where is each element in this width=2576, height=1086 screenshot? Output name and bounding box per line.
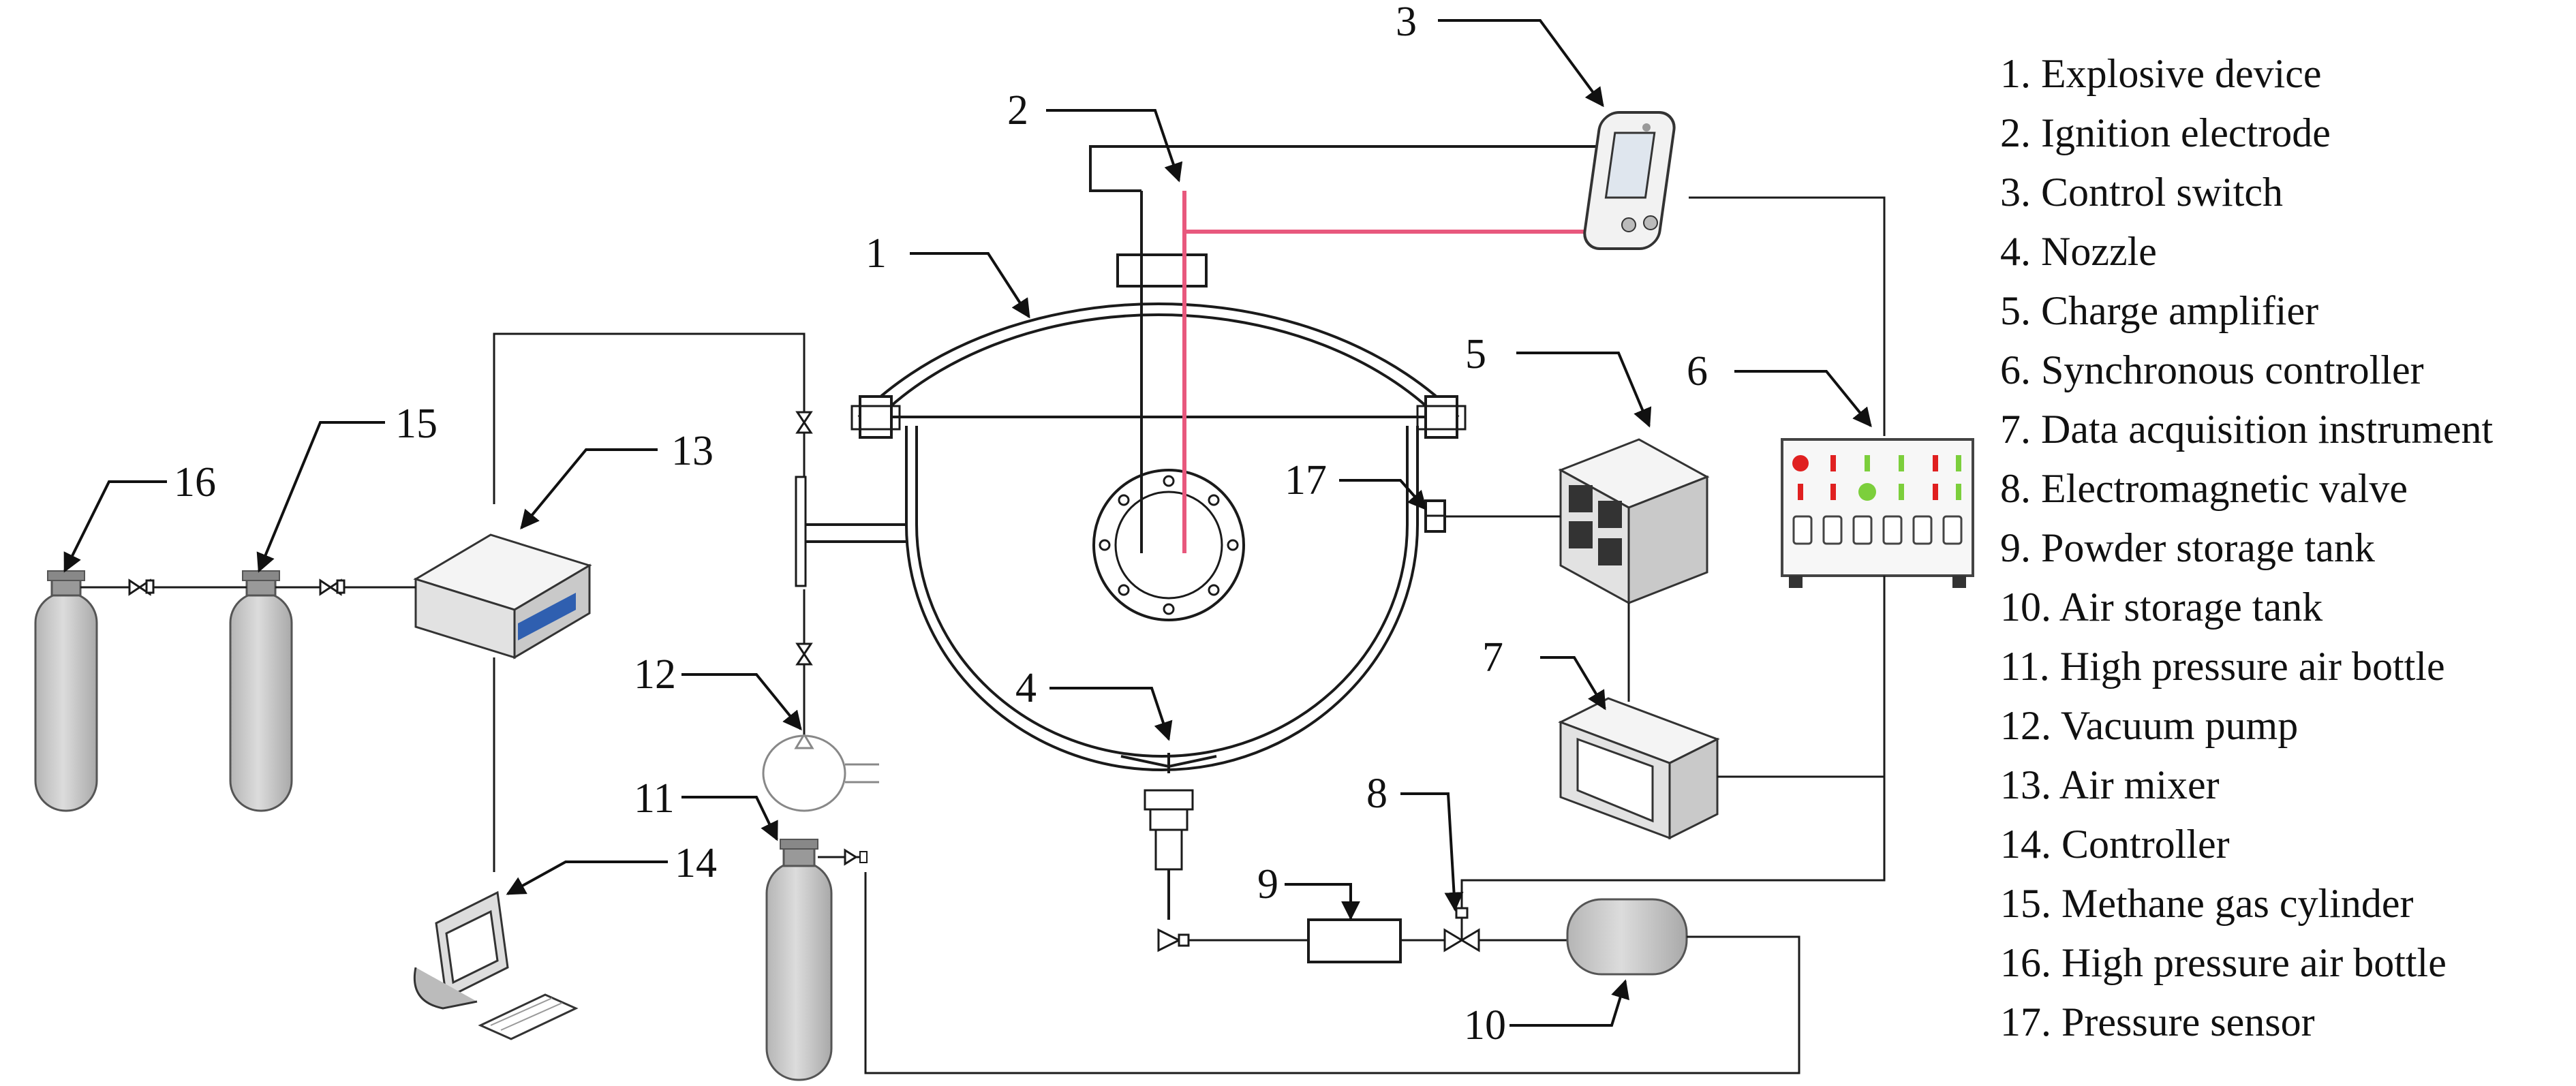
legend-item: 12. Vacuum pump: [2000, 703, 2298, 748]
controller-computer: [413, 890, 579, 1040]
callout-7: 7: [1482, 634, 1503, 681]
callout-14: 14: [675, 840, 717, 886]
legend-item: 16. High pressure air bottle: [2000, 940, 2447, 985]
legend-item: 1. Explosive device: [2000, 51, 2322, 96]
callout-5: 5: [1465, 331, 1486, 377]
callout-leaders: [63, 19, 1872, 1027]
electromagnetic-valve: [1443, 907, 1480, 952]
callout-15: 15: [395, 401, 438, 447]
powder-storage-tank: [1307, 918, 1402, 963]
data-acquisition-instrument: [1558, 697, 1720, 840]
ignition-electrode: [1182, 191, 1608, 553]
feed-line-valve: [1157, 928, 1190, 952]
callout-6: 6: [1687, 348, 1708, 394]
callout-2: 2: [1007, 87, 1028, 134]
legend-item: 11. High pressure air bottle: [2000, 644, 2445, 689]
charge-amplifier: [1558, 438, 1710, 605]
callout-11: 11: [634, 775, 675, 822]
legend-item: 5. Charge amplifier: [2000, 288, 2318, 333]
explosive-device: [795, 191, 1467, 771]
high-pressure-air-bottle-16: [34, 570, 98, 812]
mixer-line-valve: [795, 411, 813, 434]
air-storage-tank: [1566, 898, 1688, 976]
nozzle: [1120, 753, 1217, 920]
legend-item: 17. Pressure sensor: [2000, 999, 2315, 1044]
legend: 1. Explosive device 2. Ignition electrod…: [2000, 51, 2494, 1044]
pressure-sensor: [1424, 499, 1446, 533]
callout-10: 10: [1464, 1002, 1506, 1049]
synchronous-controller: [1781, 438, 1974, 588]
vacuum-line-valve: [795, 642, 813, 666]
callout-8: 8: [1366, 771, 1387, 817]
high-pressure-air-bottle-11: [765, 839, 868, 1081]
legend-item: 6. Synchronous controller: [2000, 347, 2424, 392]
legend-item: 15. Methane gas cylinder: [2000, 881, 2413, 926]
callout-1: 1: [865, 230, 887, 277]
legend-item: 2. Ignition electrode: [2000, 110, 2331, 155]
control-switch: [1583, 111, 1676, 250]
callout-4: 4: [1015, 665, 1037, 711]
callout-labels: 1 2 3 4 5 6 7 8 9 10 11 12 13 14 15 16 1…: [174, 0, 1708, 1049]
callout-9: 9: [1257, 861, 1278, 907]
vacuum-pump: [762, 732, 879, 812]
legend-item: 4. Nozzle: [2000, 229, 2157, 274]
legend-item: 9. Powder storage tank: [2000, 525, 2375, 570]
legend-item: 8. Electromagnetic valve: [2000, 466, 2408, 511]
legend-item: 13. Air mixer: [2000, 762, 2220, 807]
callout-17: 17: [1285, 457, 1327, 503]
legend-item: 14. Controller: [2000, 822, 2230, 867]
callout-16: 16: [174, 459, 216, 506]
legend-item: 3. Control switch: [2000, 170, 2283, 215]
methane-gas-cylinder: [229, 570, 293, 812]
callout-3: 3: [1396, 0, 1417, 45]
callout-13: 13: [671, 428, 714, 474]
legend-item: 10. Air storage tank: [2000, 585, 2322, 630]
air-mixer: [413, 533, 592, 660]
indicator-lights: [1792, 455, 1961, 501]
legend-item: 7. Data acquisition instrument: [2000, 407, 2494, 452]
control-wire: [1089, 145, 1608, 192]
callout-12: 12: [634, 651, 676, 698]
